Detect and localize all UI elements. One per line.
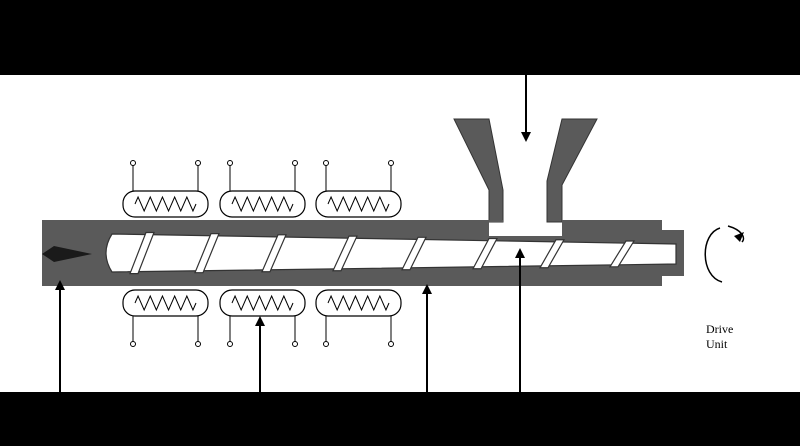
nozzle: [42, 246, 92, 262]
top-heater-3: [315, 160, 402, 218]
top-heater-2: [219, 160, 306, 218]
bottom-heater-1: [122, 289, 209, 347]
screw-flight-6: [472, 237, 498, 270]
hopper-right-wall: [546, 118, 598, 223]
screw: [105, 231, 677, 275]
screw-shaft: [105, 233, 677, 273]
screw-flight-7: [538, 239, 566, 269]
screw-flight-1: [129, 231, 155, 275]
screw-flight-2: [194, 233, 220, 274]
screw-flight-5: [401, 236, 427, 271]
top-heater-1: [122, 160, 209, 218]
callout-arrows: [55, 75, 531, 392]
drive-unit-label-line2: Unit: [706, 337, 728, 351]
screw-flight-3: [261, 234, 287, 273]
screw-flight-8: [608, 240, 636, 268]
bottom-heater-3: [315, 289, 402, 347]
rotation-arrow-icon: [704, 225, 745, 283]
drive-unit-label: Drive Unit: [706, 322, 733, 352]
heater-bands: [122, 160, 402, 347]
bottom-heater-2: [219, 289, 306, 347]
drive-unit-label-line1: Drive: [706, 322, 734, 336]
screw-flight-4: [332, 235, 358, 272]
